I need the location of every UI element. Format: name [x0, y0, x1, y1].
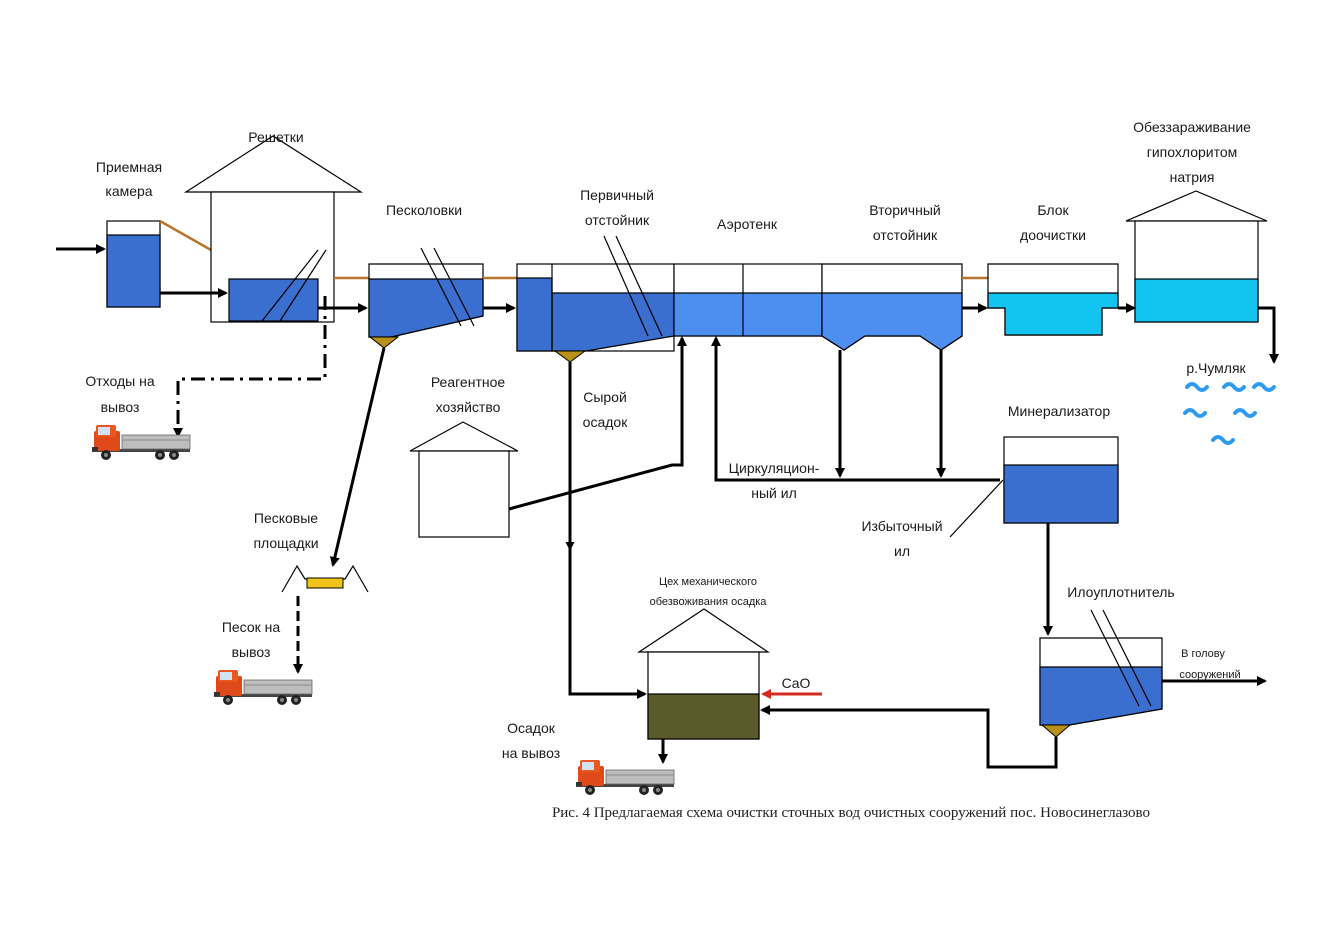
plant-head-label-1: В голову	[1181, 648, 1225, 660]
secondary-clarifier-label-1: Вторичный	[869, 202, 940, 218]
disinfection-label-3: натрия	[1170, 169, 1215, 185]
sand-removal-label-1: Песок на	[222, 619, 281, 635]
screens-building	[183, 135, 364, 323]
sludge-removal-label-2: на вывоз	[502, 745, 560, 761]
tertiary-label-2: доочистки	[1020, 227, 1086, 243]
waste-label-2: вывоз	[101, 399, 140, 415]
secondary-clarifier-label-2: отстойник	[873, 227, 938, 243]
waste-removal-line	[173, 296, 327, 438]
screens-label: Решетки	[248, 129, 303, 145]
reagent-label-2: хозяйство	[436, 399, 501, 415]
circulating-sludge-line	[711, 336, 1000, 482]
thickener-label: Илоуплотнитель	[1067, 584, 1174, 600]
reagent-facility	[409, 421, 519, 538]
sludge-thickener	[1039, 609, 1163, 738]
river-waves-icon	[1183, 382, 1276, 445]
aeration-tank	[673, 263, 823, 337]
outlet-to-river	[1258, 306, 1279, 364]
sand-beds	[281, 564, 369, 593]
grit-chamber-label: Песколовки	[386, 202, 462, 218]
reagent-label-1: Реагентное	[431, 374, 506, 390]
thickener-to-dewatering-line	[760, 705, 1058, 769]
flow-grit-to-sandbeds	[329, 347, 386, 567]
disinfection-label-1: Обеззараживание	[1133, 119, 1251, 135]
grit-chamber	[368, 247, 484, 349]
tertiary-treatment-block	[987, 263, 1119, 336]
sand-removal-label-2: вывоз	[232, 644, 271, 660]
dewatering-label-2: обезвоживания осадка	[650, 596, 768, 608]
cao-label: CaO	[782, 675, 811, 691]
excess-sludge-label-1: Избыточный	[861, 518, 942, 534]
raw-sludge-label-1: Сырой	[583, 389, 627, 405]
plant-head-label-2: сооружений	[1179, 669, 1240, 681]
excess-sludge-label-2: ил	[894, 543, 910, 559]
figure-caption: Рис. 4 Предлагаемая схема очистки сточны…	[552, 805, 1150, 821]
sand-beds-label-1: Песковые	[254, 510, 318, 526]
raw-sludge-line	[568, 362, 647, 699]
tertiary-label-1: Блок	[1037, 202, 1069, 218]
mineralizer-label: Минерализатор	[1008, 403, 1111, 419]
primary-clarifier-label-2: отстойник	[585, 212, 650, 228]
primary-clarifier-label-1: Первичный	[580, 187, 654, 203]
reagent-feed-line	[508, 336, 687, 511]
pipe-chamber-screens	[159, 219, 212, 252]
disinfection-label-2: гипохлоритом	[1147, 144, 1238, 160]
river-label: р.Чумляк	[1186, 360, 1246, 376]
truck-waste-icon	[91, 424, 191, 461]
waste-label-1: Отходы на	[85, 373, 154, 389]
truck-sludge-icon	[575, 759, 675, 796]
circulating-label-2: ный ил	[751, 485, 797, 501]
mineralizer	[1003, 436, 1119, 524]
dewatering-label-1: Цех механического	[659, 576, 757, 588]
sand-beds-label-2: площадки	[253, 535, 318, 551]
receiving-chamber	[106, 220, 161, 308]
raw-sludge-label-2: осадок	[583, 414, 629, 430]
aeration-tank-label: Аэротенк	[717, 216, 778, 232]
secondary-clarifier	[821, 263, 963, 351]
primary-clarifier	[516, 235, 675, 363]
excess-sludge-pointer	[949, 479, 1004, 538]
disinfection-building	[1125, 190, 1268, 323]
sludge-removal-label-1: Осадок	[507, 720, 556, 736]
receiving-chamber-label-2: камера	[105, 183, 152, 199]
receiving-chamber-label-1: Приемная	[96, 159, 162, 175]
circulating-label-1: Циркуляцион-	[729, 460, 820, 476]
dewatering-building	[637, 608, 770, 740]
truck-sand-icon	[213, 669, 313, 706]
